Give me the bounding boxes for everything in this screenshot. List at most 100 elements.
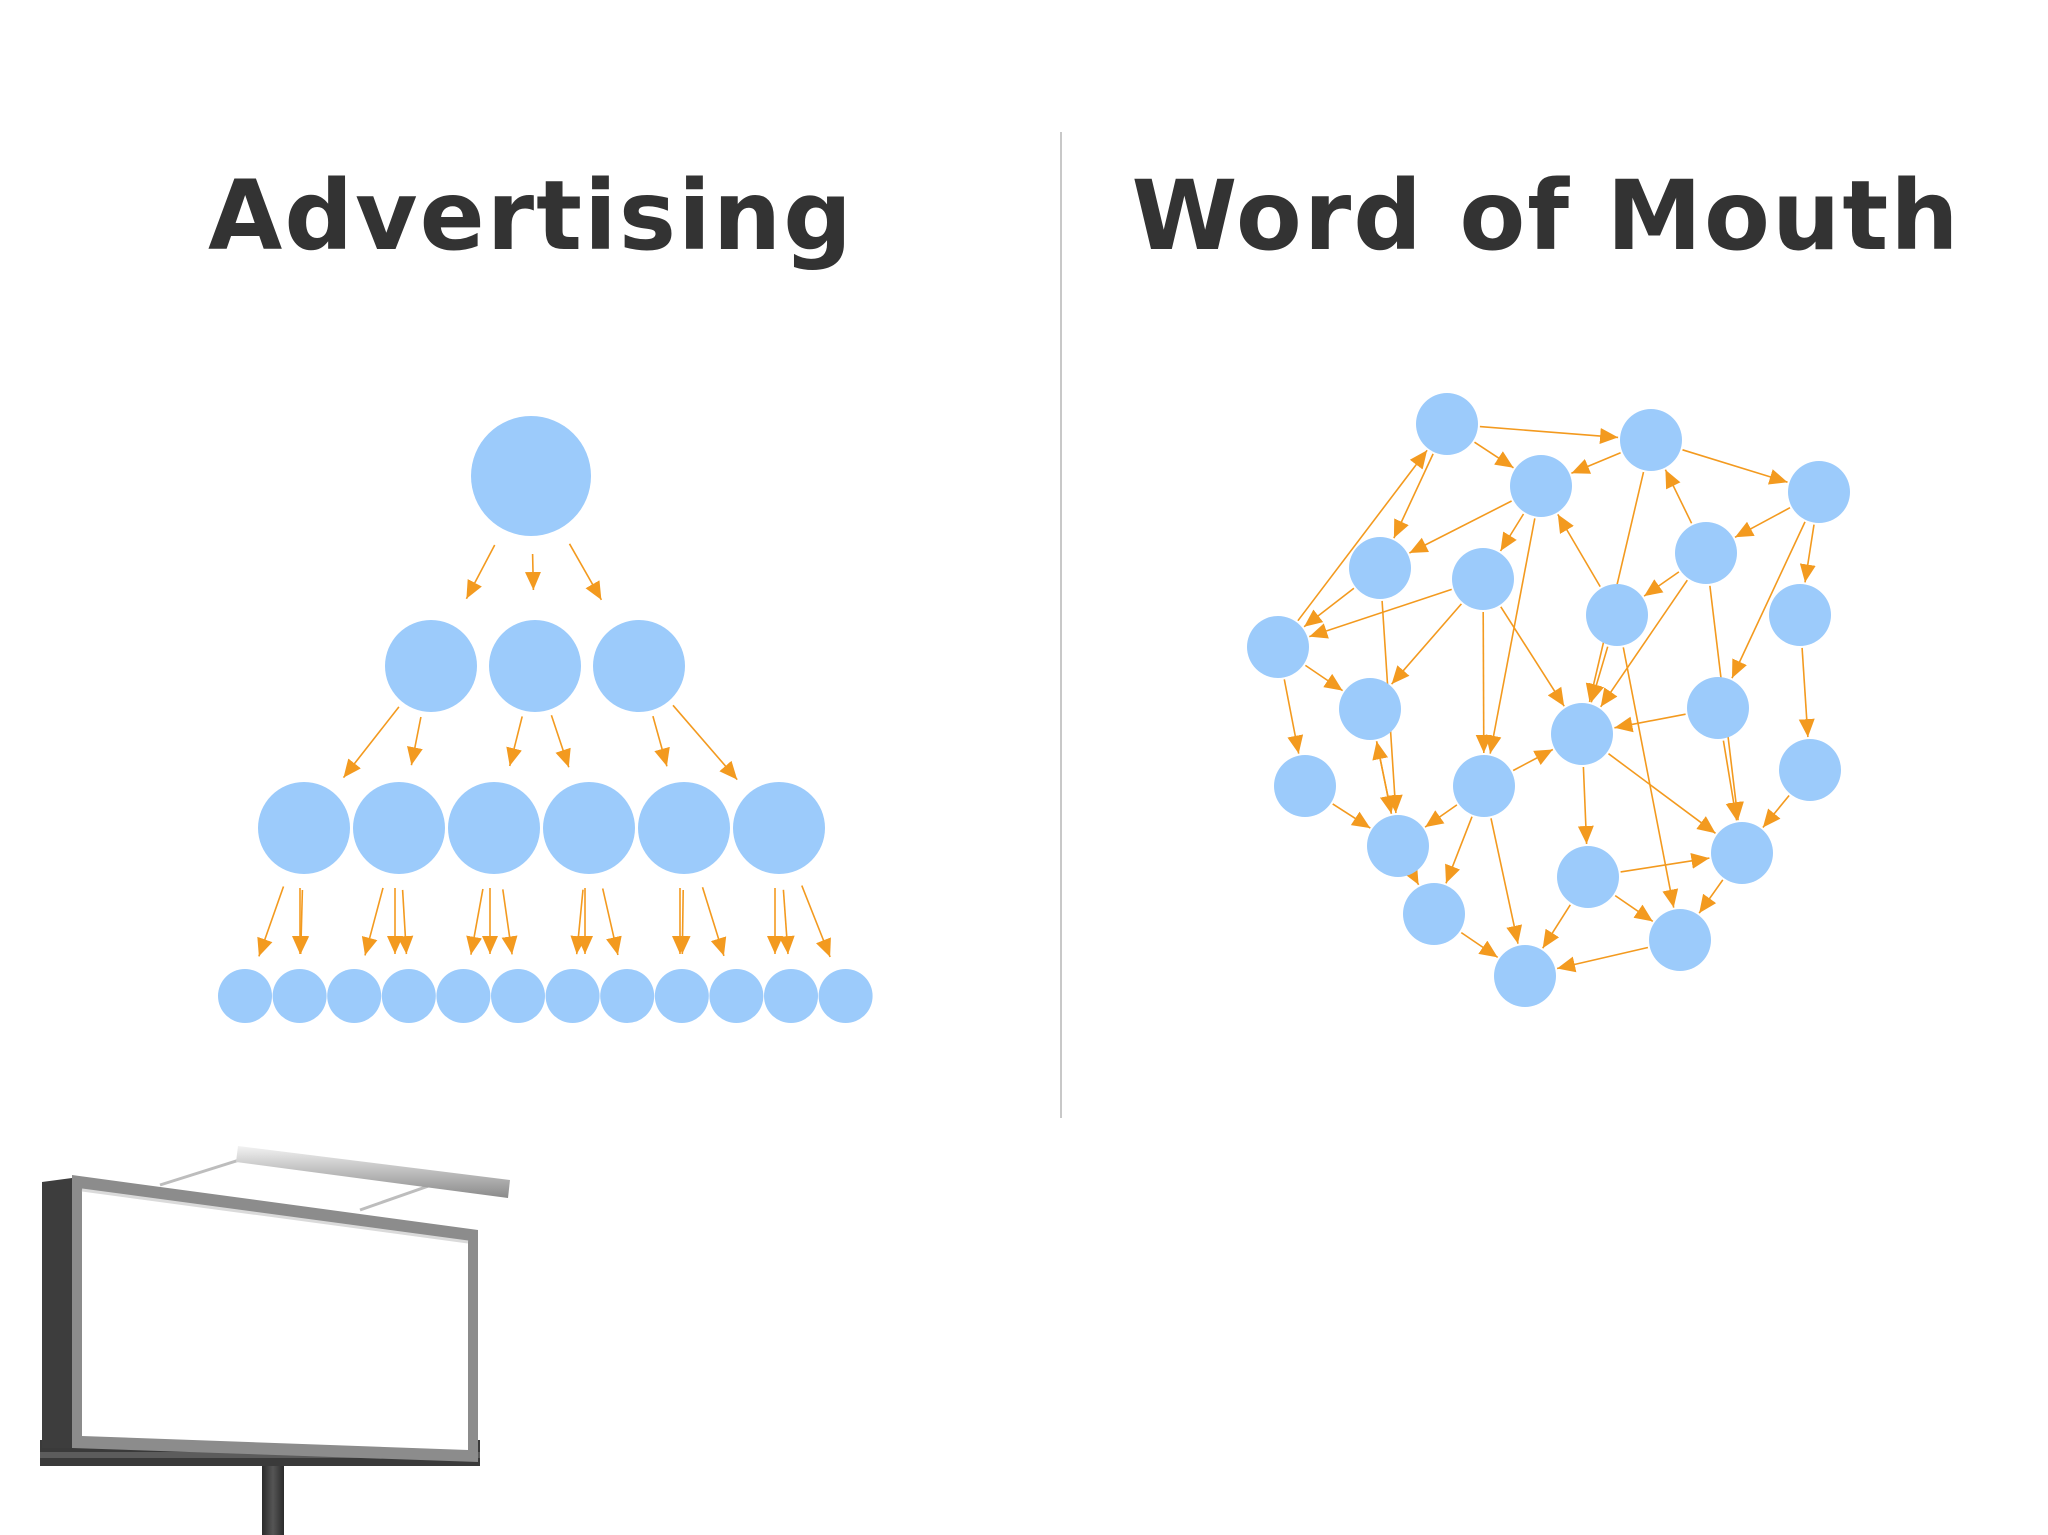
network-node: [1349, 537, 1411, 599]
arrow: [1556, 946, 1649, 973]
arrow: [1479, 425, 1619, 444]
word-of-mouth-network: [1247, 393, 1850, 1007]
arrow: [652, 715, 670, 767]
tier-3-node: [448, 782, 540, 874]
billboard-panel: [82, 1190, 468, 1450]
arrow: [1622, 647, 1679, 908]
arrow: [1304, 664, 1344, 692]
arrow: [568, 543, 603, 601]
leaf-node: [436, 969, 491, 1023]
tier-3-node: [258, 782, 350, 874]
network-node: [1551, 703, 1613, 765]
arrow: [361, 887, 384, 956]
network-node: [1779, 739, 1841, 801]
arrow: [1409, 500, 1512, 554]
tier-3-node: [733, 782, 825, 874]
leaf-node: [491, 969, 545, 1023]
arrow: [1283, 679, 1304, 754]
arrow: [1798, 647, 1815, 738]
arrow: [1445, 816, 1473, 884]
tier-3-node: [353, 782, 445, 874]
tier-3-node: [638, 782, 730, 874]
arrow: [1512, 748, 1554, 772]
arrow: [778, 889, 795, 955]
arrow: [1682, 449, 1788, 485]
arrow: [1490, 818, 1523, 944]
arrow: [1614, 894, 1654, 923]
arrow: [1485, 518, 1536, 754]
arrow: [1608, 753, 1716, 834]
arrow: [1309, 588, 1452, 639]
word-of-mouth-title: Word of Mouth: [1131, 160, 1961, 272]
arrow: [1734, 506, 1791, 539]
arrow: [674, 889, 691, 955]
arrow: [1372, 741, 1393, 814]
arrow: [1499, 513, 1525, 552]
arrow: [501, 889, 518, 955]
arrow: [701, 886, 727, 957]
arrow: [672, 704, 738, 781]
arrow: [506, 716, 523, 767]
arrow: [397, 889, 414, 955]
arrow: [525, 553, 541, 591]
arrow: [1698, 879, 1724, 914]
network-node: [1510, 455, 1572, 517]
arrow: [1542, 904, 1571, 949]
arrow: [1297, 449, 1428, 622]
advertising-arrows: [257, 543, 831, 958]
arrow: [1664, 469, 1693, 524]
arrow: [293, 889, 310, 955]
leaf-node: [545, 969, 600, 1023]
arrow: [1393, 453, 1434, 539]
arrow: [407, 716, 423, 766]
arrow: [1557, 513, 1601, 588]
billboard-light-bar: [236, 1146, 510, 1198]
center-divider: [1060, 132, 1062, 1118]
leaf-node: [764, 969, 818, 1023]
arrow: [1600, 579, 1688, 708]
leaf-node: [327, 969, 382, 1023]
network-node: [1675, 522, 1737, 584]
leaf-node: [818, 969, 873, 1023]
arrow: [1474, 441, 1514, 469]
arrow: [601, 888, 622, 956]
advertising-title: Advertising: [208, 160, 854, 272]
billboard-pole: [262, 1460, 284, 1535]
network-node: [1403, 883, 1465, 945]
network-node: [1339, 678, 1401, 740]
tier-2-node: [489, 620, 581, 712]
network-node: [1274, 755, 1336, 817]
network-node: [1687, 677, 1749, 739]
network-node: [1453, 755, 1515, 817]
arrow: [466, 888, 484, 955]
arrow: [1614, 713, 1686, 733]
leaf-node: [218, 969, 272, 1023]
arrow: [1571, 451, 1621, 475]
network-node: [1247, 616, 1309, 678]
arrow: [257, 886, 285, 957]
arrow: [1500, 606, 1565, 707]
tier-2-node: [385, 620, 477, 712]
arrow: [465, 544, 496, 600]
arrow: [1303, 587, 1355, 628]
arrow: [550, 715, 571, 768]
arrow: [1332, 803, 1371, 829]
arrow: [1424, 804, 1458, 828]
network-node: [1620, 409, 1682, 471]
arrow: [801, 885, 831, 958]
arrow: [1799, 524, 1816, 583]
network-node: [1416, 393, 1478, 455]
arrow: [342, 706, 400, 779]
network-node: [1494, 945, 1556, 1007]
arrow: [1475, 611, 1492, 754]
arrow: [1390, 603, 1463, 685]
network-node: [1586, 584, 1648, 646]
network-node: [1711, 822, 1773, 884]
tier-2-node: [593, 620, 685, 712]
arrow: [1643, 571, 1680, 597]
tier-3-node: [543, 782, 635, 874]
arrow: [1762, 794, 1790, 829]
arrow: [1588, 646, 1609, 703]
leaf-node: [600, 969, 655, 1023]
